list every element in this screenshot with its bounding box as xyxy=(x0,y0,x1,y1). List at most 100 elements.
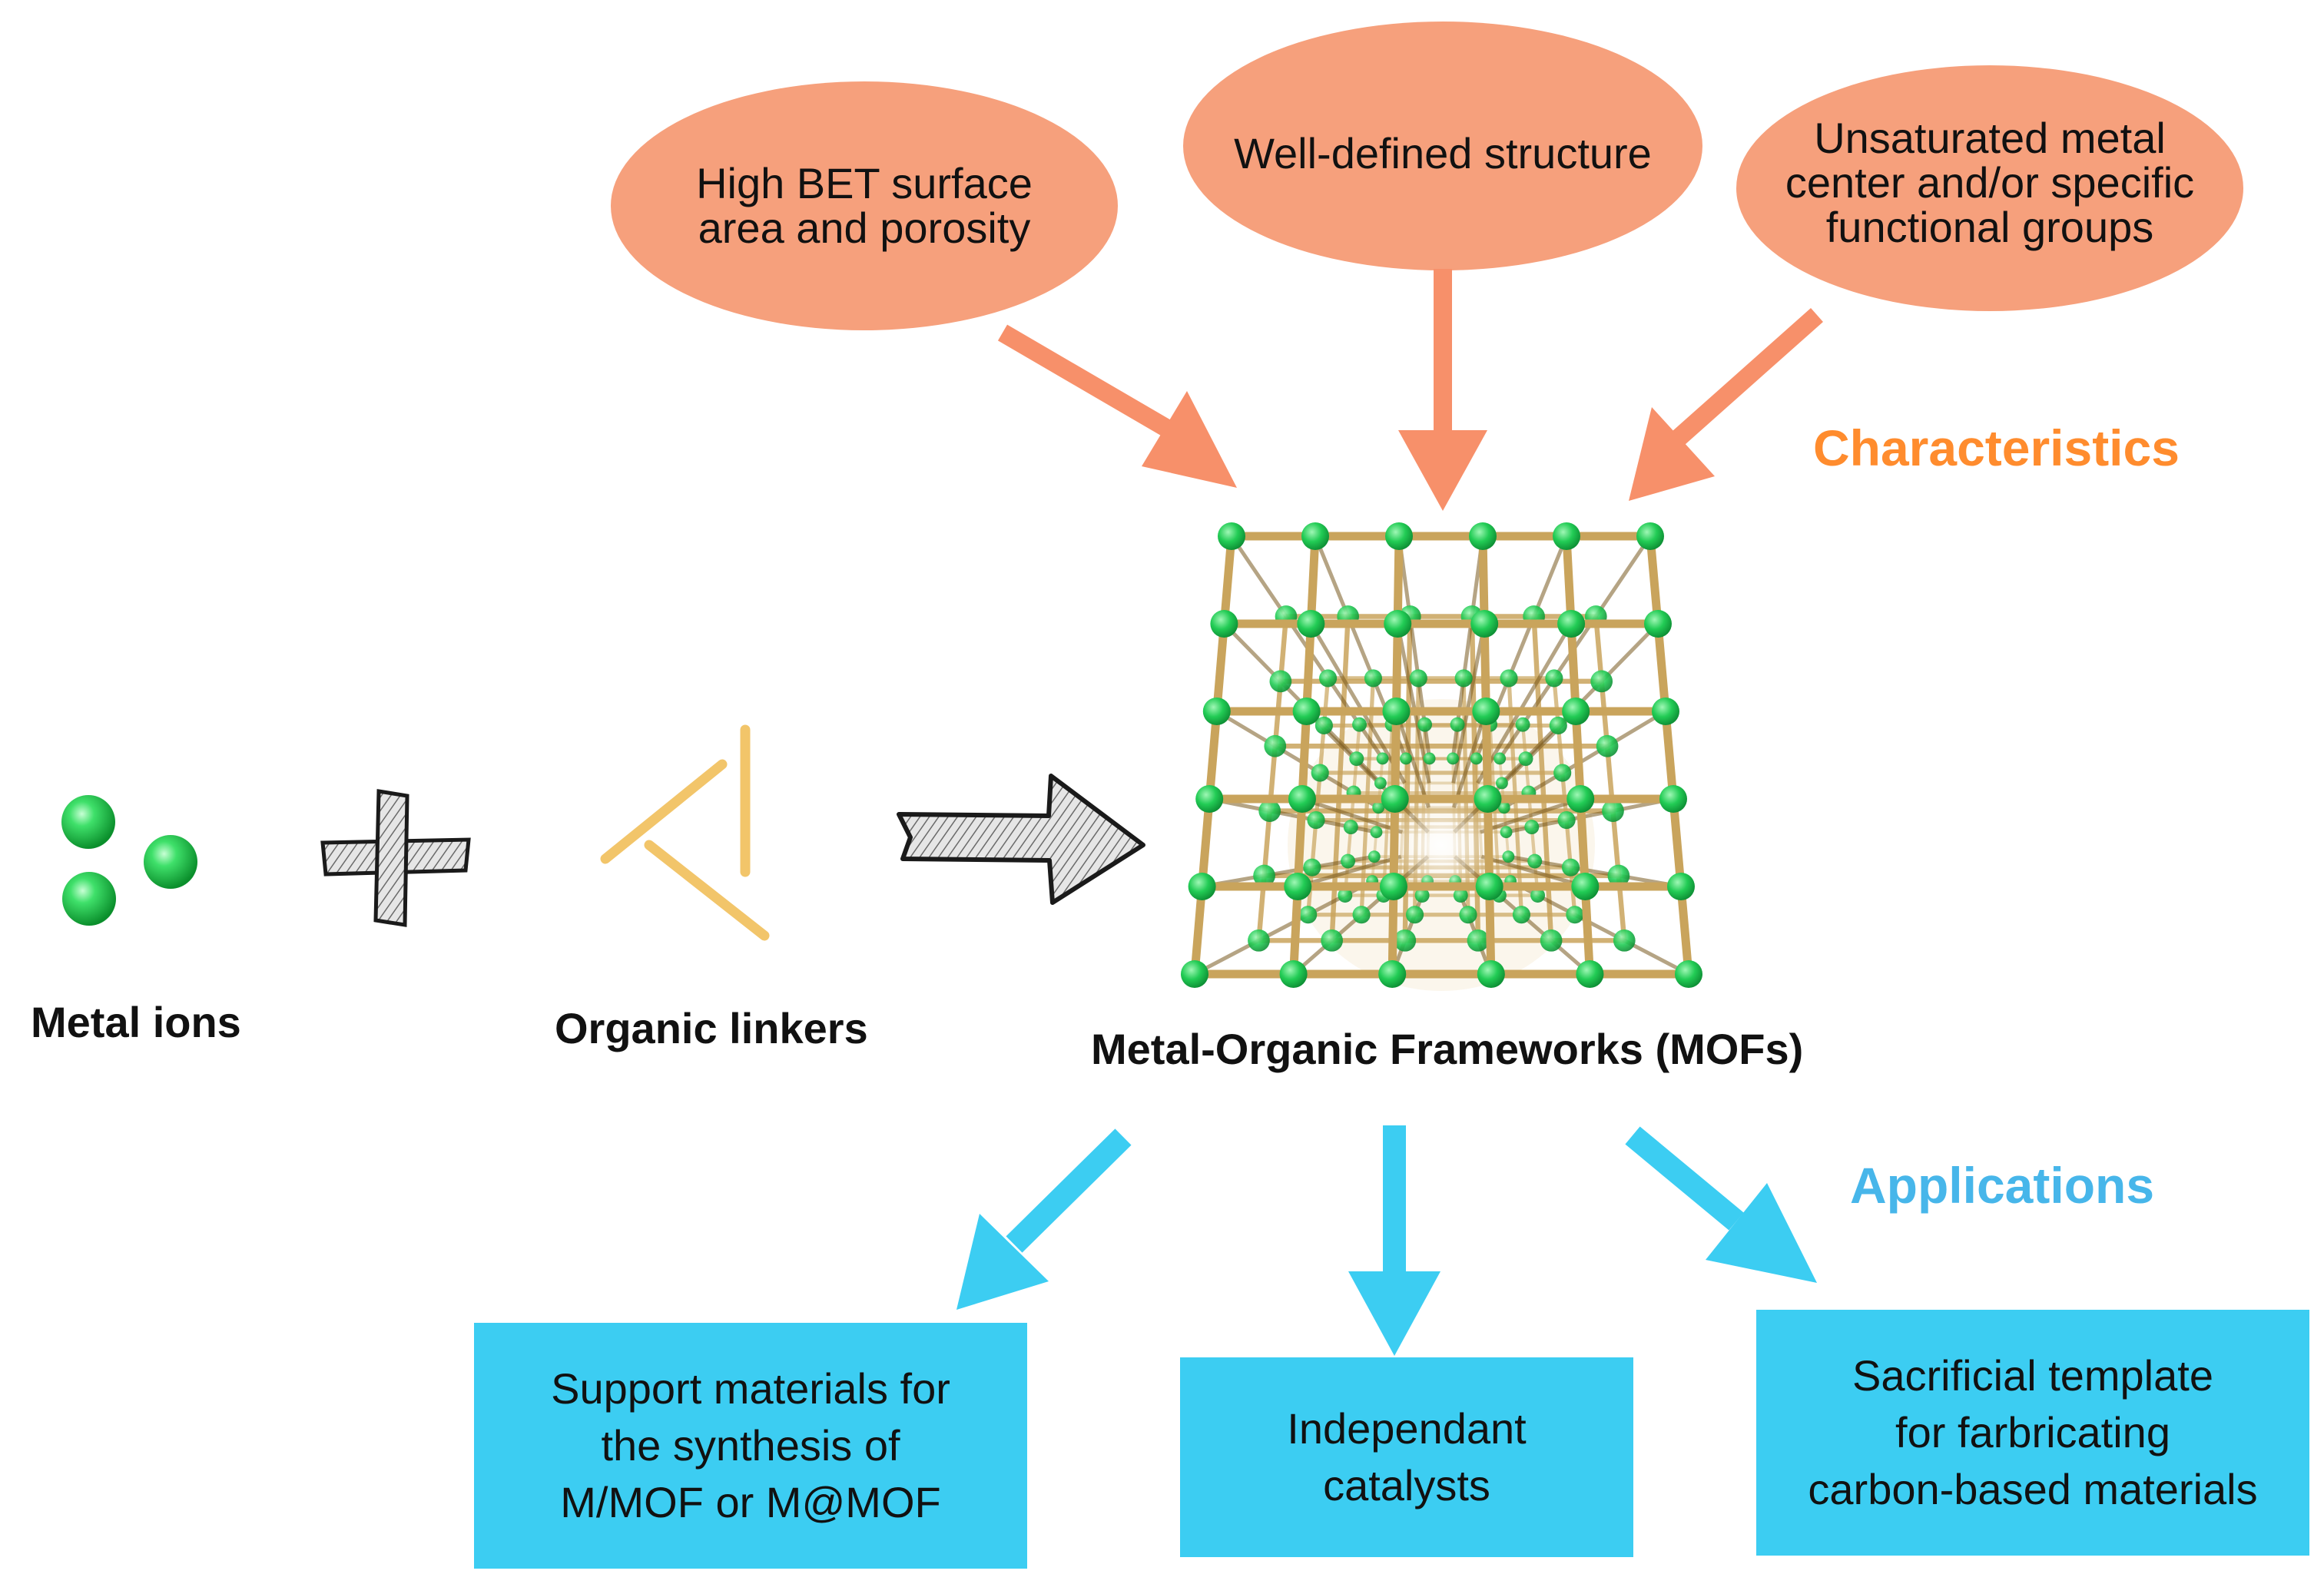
framework-node xyxy=(1376,752,1389,765)
framework-rod xyxy=(1387,535,1404,975)
framework-node xyxy=(1364,669,1382,688)
framework-node xyxy=(1467,929,1490,952)
framework-node xyxy=(1450,717,1465,732)
mof-label: Metal-Organic Frameworks (MOFs) xyxy=(1091,1025,1804,1073)
framework-node xyxy=(1524,820,1540,835)
framework-node xyxy=(1470,752,1483,765)
framework-node xyxy=(1382,698,1411,725)
framework-rod xyxy=(1479,797,1582,834)
framework-node xyxy=(1279,960,1308,988)
organic-linker xyxy=(644,840,770,941)
framework-node xyxy=(1562,698,1590,725)
framework-node xyxy=(1659,785,1687,813)
framework-rod xyxy=(1309,622,1407,784)
framework-node xyxy=(1576,960,1604,988)
application-boxes xyxy=(474,1310,2309,1569)
organic-linker xyxy=(600,759,728,864)
framework-node xyxy=(1385,522,1413,550)
characteristic-bubble xyxy=(1183,22,1702,270)
framework-node xyxy=(1557,811,1576,830)
framework-rod xyxy=(1394,711,1431,809)
framework-node xyxy=(1264,734,1287,757)
characteristic-text-metal-center: Unsaturated metal center and/or specific… xyxy=(1785,113,2195,252)
framework-node xyxy=(1447,752,1460,765)
framework-node xyxy=(1258,800,1281,822)
framework-node xyxy=(1561,858,1580,877)
framework-node xyxy=(1472,698,1500,725)
framework-node xyxy=(1409,669,1427,688)
metal-ions-icon xyxy=(61,795,197,926)
framework-node xyxy=(1613,929,1636,952)
application-text-support: Support materials for the synthesis of M… xyxy=(551,1364,950,1526)
framework-node xyxy=(1500,826,1513,839)
characteristic-text-surface-area: High BET surface area and porosity xyxy=(696,158,1033,252)
framework-node xyxy=(1394,929,1417,952)
framework-node xyxy=(1596,734,1619,757)
framework-node xyxy=(1475,873,1503,900)
framework-node xyxy=(1497,801,1510,814)
framework-rod xyxy=(1476,622,1573,784)
application-box xyxy=(1180,1357,1633,1557)
characteristic-arrows xyxy=(997,269,1823,511)
framework-node xyxy=(1378,960,1407,988)
metal-ion xyxy=(144,835,197,889)
framework-node xyxy=(1566,785,1595,813)
framework-node xyxy=(1188,873,1216,900)
applications-label: Applications xyxy=(1850,1157,2155,1214)
framework-node xyxy=(1352,906,1371,924)
framework-node xyxy=(1423,752,1436,765)
metal-ions-label: Metal ions xyxy=(31,998,241,1046)
organic-linkers-label: Organic linkers xyxy=(555,1004,868,1052)
framework-node xyxy=(1470,610,1499,638)
framework-node xyxy=(1469,522,1497,550)
framework-node xyxy=(1338,888,1353,903)
framework-node xyxy=(1384,610,1412,638)
framework-node xyxy=(1372,801,1385,814)
framework-node xyxy=(1381,785,1409,813)
framework-node xyxy=(1343,820,1358,835)
framework-node xyxy=(1667,873,1695,900)
framework-node xyxy=(1181,960,1208,988)
framework-node xyxy=(1512,906,1530,924)
framework-node xyxy=(1284,873,1312,900)
framework-node xyxy=(1269,670,1292,693)
framework-node xyxy=(1557,610,1586,638)
framework-node xyxy=(1341,853,1356,869)
right-arrow-icon xyxy=(897,774,1145,905)
framework-node xyxy=(1400,752,1412,765)
framework-node xyxy=(1307,811,1325,830)
framework-node xyxy=(1652,698,1679,725)
framework-node xyxy=(1288,785,1316,813)
framework-rod xyxy=(1289,535,1320,975)
framework-node xyxy=(1477,960,1505,988)
framework-node xyxy=(1515,717,1530,732)
framework-node xyxy=(1459,906,1477,924)
framework-node xyxy=(1494,752,1507,765)
application-arrow xyxy=(956,1128,1132,1310)
framework-node xyxy=(1352,717,1367,732)
framework-node xyxy=(1370,826,1383,839)
framework-rod xyxy=(1480,854,1586,889)
framework-node xyxy=(1248,929,1270,952)
framework-node xyxy=(1319,669,1338,688)
framework-rod xyxy=(1190,535,1236,975)
mof-framework-icon xyxy=(1181,522,1702,991)
metal-ion xyxy=(62,872,116,926)
framework-rod xyxy=(1646,535,1693,975)
application-text-template: Sacrificial template for farbricating ca… xyxy=(1808,1351,2258,1513)
framework-node xyxy=(1374,777,1387,790)
framework-node xyxy=(1496,777,1508,790)
framework-rod xyxy=(1297,854,1402,889)
framework-node xyxy=(1636,522,1664,550)
framework-node xyxy=(1527,853,1543,869)
framework-node xyxy=(1253,864,1275,887)
framework-rod xyxy=(1562,535,1594,975)
framework-node xyxy=(1549,716,1567,735)
application-arrows xyxy=(956,1125,1817,1356)
framework-node xyxy=(1545,669,1563,688)
framework-node xyxy=(1379,873,1407,900)
framework-node xyxy=(1566,906,1584,924)
framework-node xyxy=(1368,850,1381,863)
